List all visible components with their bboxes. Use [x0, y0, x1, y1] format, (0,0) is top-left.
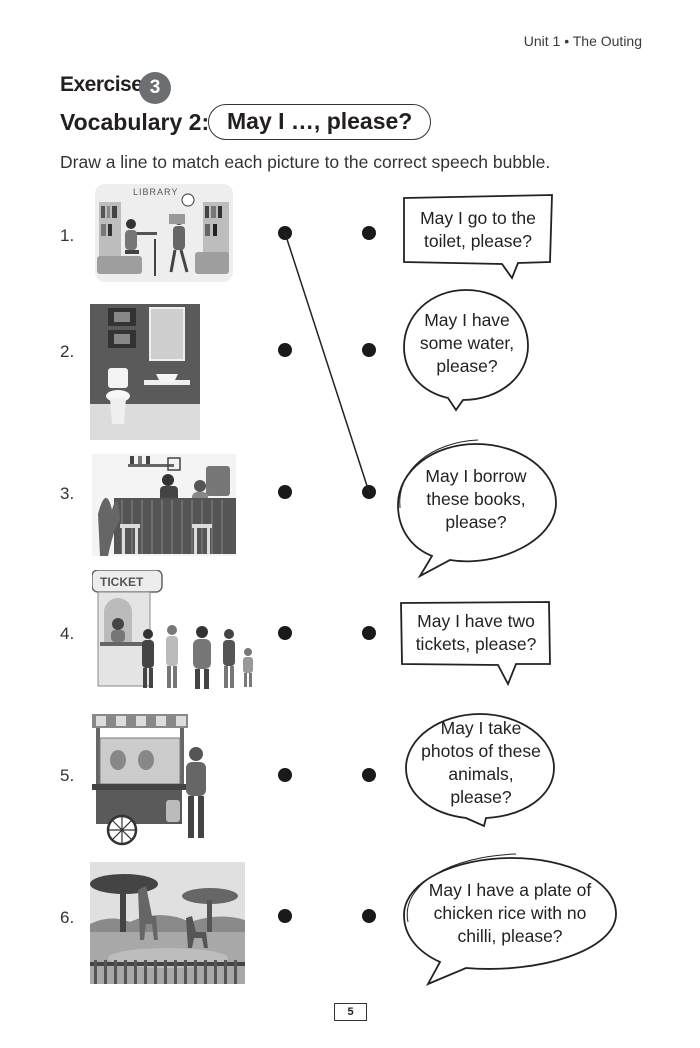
bubble-text-4: May I have two tickets, please?	[415, 611, 537, 654]
running-head: Unit 1 • The Outing	[523, 33, 642, 49]
bubble-text-5: May I take photos of these animals, plea…	[421, 718, 541, 807]
item-number-5: 5.	[60, 766, 75, 785]
page-number: 5	[334, 1003, 367, 1021]
bubble-text-1: May I go to the toilet, please?	[420, 208, 536, 251]
item-number-3: 3.	[60, 484, 75, 503]
picture-dot-6[interactable]	[278, 909, 292, 923]
picture-label-ticket: TICKET	[100, 575, 144, 589]
vocabulary-topic-box: May I …, please?	[208, 104, 432, 140]
matching-line-1-to-3	[284, 232, 370, 493]
picture-dot-2[interactable]	[278, 343, 292, 357]
exercise-label: Exercise	[60, 73, 143, 96]
picture-toilet	[90, 304, 200, 440]
picture-library: LIBRARY	[95, 184, 233, 282]
picture-ticket-booth: TICKET	[92, 570, 257, 698]
picture-label-library: LIBRARY	[133, 187, 179, 197]
picture-dot-3[interactable]	[278, 485, 292, 499]
vocabulary-title: Vocabulary 2:	[60, 109, 210, 135]
bubble-shape-1	[403, 194, 553, 280]
bubble-dot-5[interactable]	[362, 768, 376, 782]
bubble-dot-6[interactable]	[362, 909, 376, 923]
picture-food-stall	[90, 712, 210, 848]
bubble-shape-4	[400, 601, 551, 687]
bubble-dot-4[interactable]	[362, 626, 376, 640]
bubble-shape-2	[403, 289, 529, 412]
picture-dot-4[interactable]	[278, 626, 292, 640]
picture-cafe	[92, 454, 236, 556]
bubble-shape-5	[405, 713, 555, 828]
bubble-dot-2[interactable]	[362, 343, 376, 357]
bubble-dot-1[interactable]	[362, 226, 376, 240]
bubble-text-3: May I borrow these books, please?	[425, 465, 527, 532]
picture-zoo	[90, 862, 245, 984]
item-number-4: 4.	[60, 624, 75, 643]
bubble-shape-6	[403, 857, 617, 986]
bubble-text-6: May I have a plate of chicken rice with …	[428, 879, 592, 946]
item-number-2: 2.	[60, 342, 75, 361]
bubble-text-2: May I have some water, please?	[419, 309, 515, 376]
item-number-6: 6.	[60, 908, 75, 927]
exercise-number-badge: 3	[139, 72, 171, 104]
picture-dot-5[interactable]	[278, 768, 292, 782]
instruction-text: Draw a line to match each picture to the…	[60, 152, 551, 172]
bubble-shape-3	[397, 443, 557, 579]
item-number-1: 1.	[60, 226, 75, 245]
